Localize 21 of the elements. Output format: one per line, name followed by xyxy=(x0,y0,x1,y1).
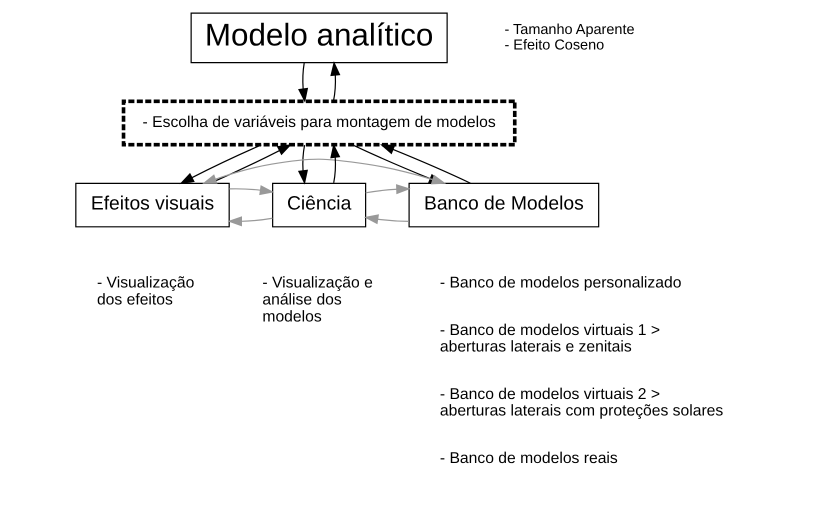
node-label: - Banco de modelos reais xyxy=(440,450,618,467)
node-label: - Tamanho Aparente xyxy=(504,22,635,38)
node-box: Ciência xyxy=(272,182,366,228)
node-label: - Visualização e análise dos modelos xyxy=(262,274,373,326)
arrow xyxy=(364,214,409,224)
arrow xyxy=(229,185,274,196)
arrow xyxy=(366,184,411,194)
arrow xyxy=(298,62,308,103)
node-box: Banco de Modelos xyxy=(408,182,600,228)
arrow xyxy=(330,61,340,102)
node-box: Modelo analítico xyxy=(190,12,448,64)
node-label: - Efeito Coseno xyxy=(504,37,604,54)
node-label: - Banco de modelos virtuais 2 > aberturas laterais com proteções solares xyxy=(440,386,724,420)
node-box: Efeitos visuais xyxy=(75,182,230,228)
node-box: - Escolha de variáveis para montagem de modelos xyxy=(122,99,517,147)
node-label: - Visualização dos efeitos xyxy=(96,274,194,309)
node-label: - Banco de modelos virtuais 1 > aberturas laterais e zenitais xyxy=(440,322,660,356)
node-label: - Banco de modelos personalizado xyxy=(440,274,682,292)
arrow xyxy=(298,145,308,185)
arrow xyxy=(180,144,262,184)
arrow xyxy=(228,216,273,226)
